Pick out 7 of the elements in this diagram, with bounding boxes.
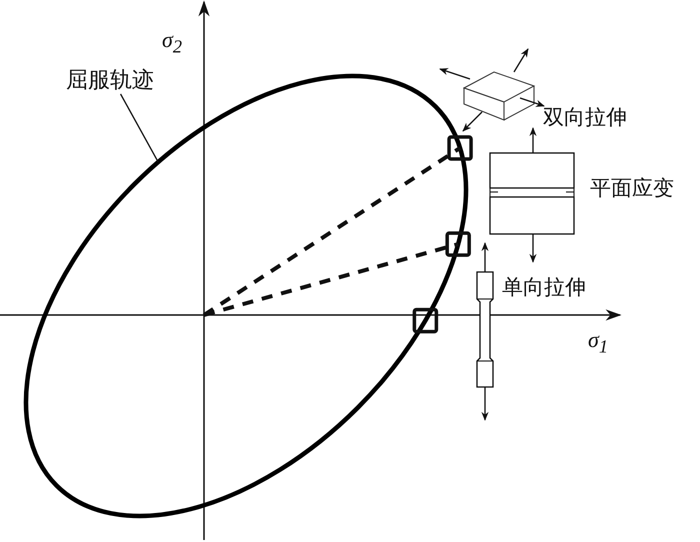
specimen-label: 双向拉伸 [543, 106, 627, 130]
locus-label: 屈服轨迹 [66, 68, 154, 92]
axis-label: σ$_{2}$ [162, 28, 182, 57]
leader-line [120, 94, 159, 162]
specimen-label: 单向拉伸 [502, 276, 586, 300]
axis-label: σ$_{1}$ [588, 328, 608, 357]
specimen-label: 平面应变 [590, 177, 674, 200]
